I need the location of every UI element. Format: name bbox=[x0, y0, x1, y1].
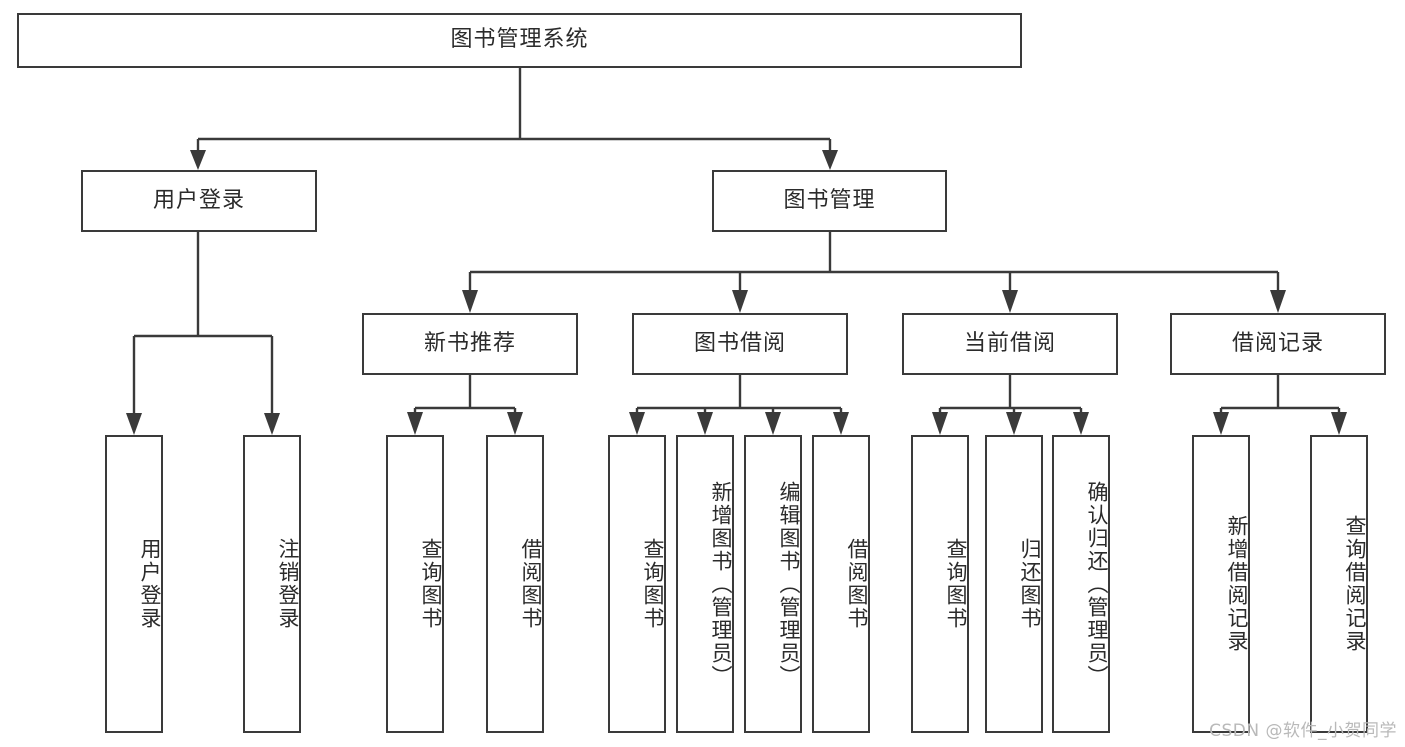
node-label: 查询图书 bbox=[944, 538, 968, 630]
node-label: 当前借阅 bbox=[963, 330, 1056, 356]
leaf-borrow-add-book-admin[interactable]: 新增图书（管理员） bbox=[676, 435, 734, 733]
node-new-book-recommendation[interactable]: 新书推荐 bbox=[362, 313, 578, 375]
node-label: 图书管理系统 bbox=[450, 27, 589, 53]
leaf-borrow-query-book[interactable]: 查询图书 bbox=[608, 435, 666, 733]
node-book-manage[interactable]: 图书管理 bbox=[712, 170, 947, 232]
node-label: 图书管理 bbox=[783, 187, 876, 213]
node-label: 新增图书（管理员） bbox=[709, 480, 733, 688]
watermark: CSDN @软件_小贺同学 bbox=[1209, 721, 1397, 741]
node-label: 归还图书 bbox=[1018, 538, 1042, 630]
node-label: 确认归还（管理员） bbox=[1085, 480, 1109, 688]
leaf-current-confirm-return-admin[interactable]: 确认归还（管理员） bbox=[1052, 435, 1110, 733]
node-label: 借阅图书 bbox=[519, 538, 543, 630]
node-root-system[interactable]: 图书管理系统 bbox=[17, 13, 1022, 68]
leaf-record-add-borrow-record[interactable]: 新增借阅记录 bbox=[1192, 435, 1250, 733]
node-label: 新书推荐 bbox=[423, 330, 516, 356]
leaf-current-query-book[interactable]: 查询图书 bbox=[911, 435, 969, 733]
leaf-recommend-borrow-book[interactable]: 借阅图书 bbox=[486, 435, 544, 733]
node-user-login[interactable]: 用户登录 bbox=[81, 170, 317, 232]
node-label: 查询图书 bbox=[419, 538, 443, 630]
node-label: 用户登录 bbox=[138, 538, 162, 630]
leaf-borrow-edit-book-admin[interactable]: 编辑图书（管理员） bbox=[744, 435, 802, 733]
node-label: 图书借阅 bbox=[693, 330, 786, 356]
node-label: 查询图书 bbox=[641, 538, 665, 630]
node-label: 用户登录 bbox=[152, 187, 245, 213]
node-borrow-record[interactable]: 借阅记录 bbox=[1170, 313, 1386, 375]
leaf-logout[interactable]: 注销登录 bbox=[243, 435, 301, 733]
leaf-recommend-query-book[interactable]: 查询图书 bbox=[386, 435, 444, 733]
node-label: 借阅图书 bbox=[845, 538, 869, 630]
node-label: 注销登录 bbox=[276, 538, 300, 630]
node-label: 借阅记录 bbox=[1231, 330, 1324, 356]
leaf-borrow-borrow-book[interactable]: 借阅图书 bbox=[812, 435, 870, 733]
node-current-borrow[interactable]: 当前借阅 bbox=[902, 313, 1118, 375]
node-label: 编辑图书（管理员） bbox=[777, 480, 801, 688]
leaf-user-login[interactable]: 用户登录 bbox=[105, 435, 163, 733]
node-label: 查询借阅记录 bbox=[1343, 515, 1367, 653]
node-book-borrow[interactable]: 图书借阅 bbox=[632, 313, 848, 375]
node-label: 新增借阅记录 bbox=[1225, 515, 1249, 653]
leaf-record-query-borrow-record[interactable]: 查询借阅记录 bbox=[1310, 435, 1368, 733]
leaf-current-return-book[interactable]: 归还图书 bbox=[985, 435, 1043, 733]
